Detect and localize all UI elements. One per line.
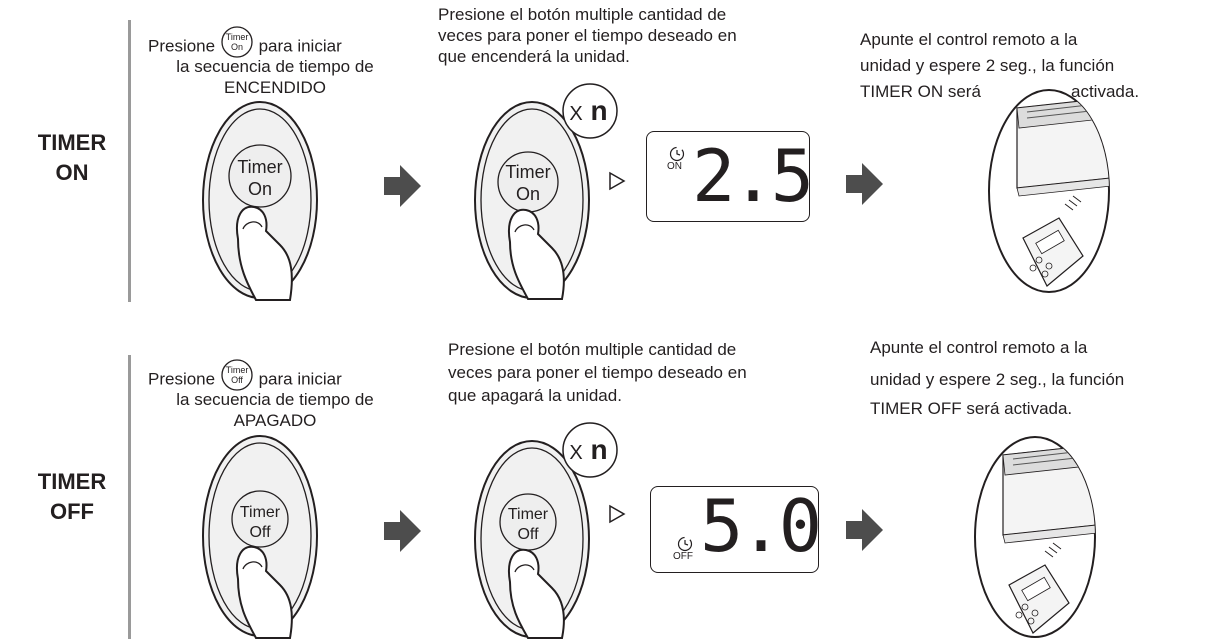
- row2-step1-line1: Presione Timer Off para iniciar: [148, 359, 408, 397]
- row2-multiplier-n: n: [590, 434, 607, 465]
- row1-side-label: TIMER ON: [22, 128, 122, 188]
- row2-button-text1: Timer: [240, 504, 281, 521]
- row1-button2-text2: On: [516, 184, 540, 204]
- row2-step3-line3: TIMER OFF será activada.: [870, 399, 1073, 418]
- row1-label-line1: TIMER: [37, 130, 107, 155]
- row1-triangle-icon: [609, 171, 626, 191]
- row1-button-text2: On: [248, 179, 272, 199]
- row1-step1-prefix: Presione: [148, 36, 216, 56]
- row2-arrow1-icon: [384, 510, 421, 552]
- timer-off-small-icon: Timer Off: [220, 358, 254, 392]
- row1-label-line2: ON: [55, 160, 89, 185]
- row2-label-line1: TIMER: [37, 469, 107, 494]
- row1-remote-press-multiple: Timer On X n: [474, 83, 618, 300]
- row2-step2-line2: veces para poner el tiempo deseado en: [448, 363, 747, 382]
- row1-button2-text1: Timer: [505, 162, 550, 182]
- row2-step2-line3: que apagará la unidad.: [448, 386, 622, 405]
- row1-icon-text2: On: [231, 42, 243, 52]
- row2-step1-prefix: Presione: [148, 369, 216, 389]
- row1-step2-line1: Presione el botón multiple cantidad de: [438, 5, 727, 24]
- row1-step1-line3: ENCENDIDO: [223, 78, 326, 97]
- row2-lcd-display: [650, 486, 819, 573]
- row2-icon-text1: Timer: [226, 365, 249, 375]
- row1-step2-line3: que encenderá la unidad.: [438, 47, 630, 66]
- row1-step1-line1: Presione Timer On para iniciar: [148, 26, 408, 64]
- row2-side-label: TIMER OFF: [22, 467, 122, 527]
- row2-button-text2: Off: [249, 524, 271, 541]
- row1-step3-line2: unidad y espere 2 seg., la función: [860, 56, 1115, 75]
- row1-multiplier-n: n: [590, 95, 607, 126]
- row2-step1-line2: la secuencia de tiempo de: [176, 390, 374, 409]
- row1-step3-line1: Apunte el control remoto a la: [860, 30, 1078, 49]
- row1-step1-line2: la secuencia de tiempo de: [176, 57, 374, 76]
- timer-on-small-icon: Timer On: [220, 25, 254, 59]
- row2-button2-text1: Timer: [508, 506, 549, 523]
- row1-step1-suffix: para iniciar: [258, 36, 342, 56]
- row2-icon-text2: Off: [231, 375, 243, 385]
- row1-step3-line3a: TIMER ON será: [860, 82, 981, 101]
- row2-button2-text2: Off: [517, 526, 539, 543]
- row2-step1-suffix: para iniciar: [258, 369, 342, 389]
- row2-display-indicator: OFF: [673, 551, 693, 562]
- row1-display-indicator: ON: [667, 161, 682, 172]
- row2-divider-bar: [128, 355, 131, 639]
- row1-clock-icon: [669, 146, 685, 162]
- row1-display-value: 2.5: [692, 134, 814, 218]
- row1-multiplier-x: X: [569, 103, 582, 125]
- row2-remote-press-multiple: Timer Off X n: [474, 422, 618, 639]
- row1-unit-remote-illustration: [988, 89, 1110, 293]
- row2-multiplier-x: X: [569, 442, 582, 464]
- row1-step2-line2: veces para poner el tiempo deseado en: [438, 26, 737, 45]
- row2-unit-remote-illustration: [974, 436, 1096, 638]
- row2-step3-line1: Apunte el control remoto a la: [870, 338, 1088, 357]
- row2-triangle-icon: [609, 504, 626, 524]
- row1-arrow2-icon: [846, 163, 883, 205]
- row1-step3-line3b: activada.: [1071, 82, 1140, 101]
- row2-display-value: 5.0: [700, 484, 822, 568]
- row1-divider-bar: [128, 20, 131, 302]
- row1-icon-text1: Timer: [226, 32, 249, 42]
- row2-remote-with-finger: Timer Off: [202, 435, 318, 639]
- row2-clock-icon: [677, 536, 693, 552]
- row2-step3-line2: unidad y espere 2 seg., la función: [870, 370, 1125, 389]
- row2-label-line2: OFF: [50, 499, 94, 524]
- row1-lcd-display: [646, 131, 810, 222]
- row2-arrow2-icon: [846, 509, 883, 551]
- row1-button-text1: Timer: [237, 157, 282, 177]
- row2-step1-line3: APAGADO: [233, 411, 317, 430]
- row2-step2-line1: Presione el botón multiple cantidad de: [448, 340, 737, 359]
- row1-arrow1-icon: [384, 165, 421, 207]
- row1-remote-with-finger: Timer On: [202, 101, 318, 301]
